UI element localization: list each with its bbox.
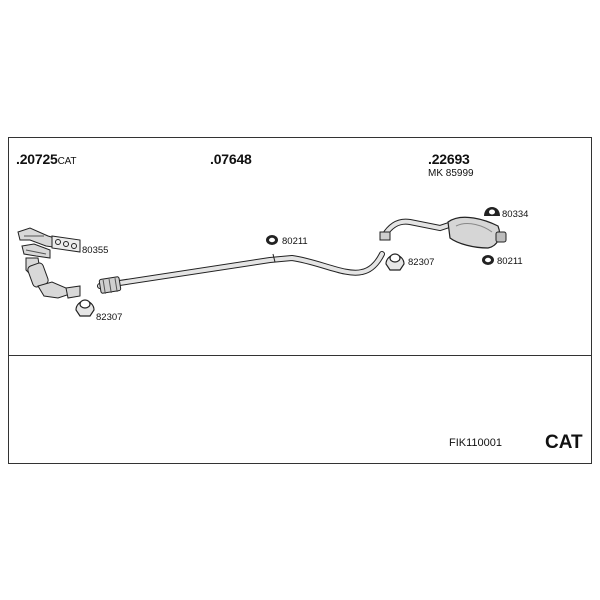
hanger-rear-top-part-label: 80334 [502,209,529,220]
middle-pipe-drawing [97,251,385,294]
front-section-suffix: CAT [57,156,77,167]
clamp-front-drawing [75,299,95,317]
rear-section-number: .22693 [428,151,470,167]
clamp-front-part-label: 82307 [96,312,123,323]
manifold-catalyst-drawing [17,227,81,299]
hanger-rear-part-label: 80211 [497,256,523,267]
gasket-drawing [51,235,81,253]
rear-silencer-drawing [379,216,507,249]
front-section-code: .20725 [16,151,58,167]
kit-code: FIK110001 [449,437,503,449]
middle-section-number: .07648 [210,151,252,167]
diagram-frame [8,137,592,464]
cat-label: CAT [545,432,583,453]
rear-section-mk: MK 85999 [428,168,474,179]
hanger-mid-part-label: 80211 [282,236,308,247]
hanger-rear-top-drawing [484,207,500,216]
frame-divider [8,355,592,356]
hanger-rear-drawing [482,255,494,265]
gasket-part-label: 80355 [82,245,109,256]
hanger-mid-drawing [266,235,278,245]
front-section-number: .20725CAT [16,151,76,167]
clamp-rear-drawing [385,253,405,271]
clamp-rear-part-label: 82307 [408,257,435,268]
